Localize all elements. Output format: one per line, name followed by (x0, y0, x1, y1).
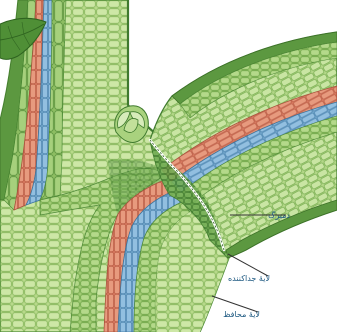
axillary-bud (115, 106, 149, 143)
label-cambium: دمیرگ (268, 210, 290, 220)
label-protective-layer: لایهٔ محافظ (223, 310, 260, 319)
label-abscission-layer: لایهٔ جداکننده (228, 274, 270, 283)
